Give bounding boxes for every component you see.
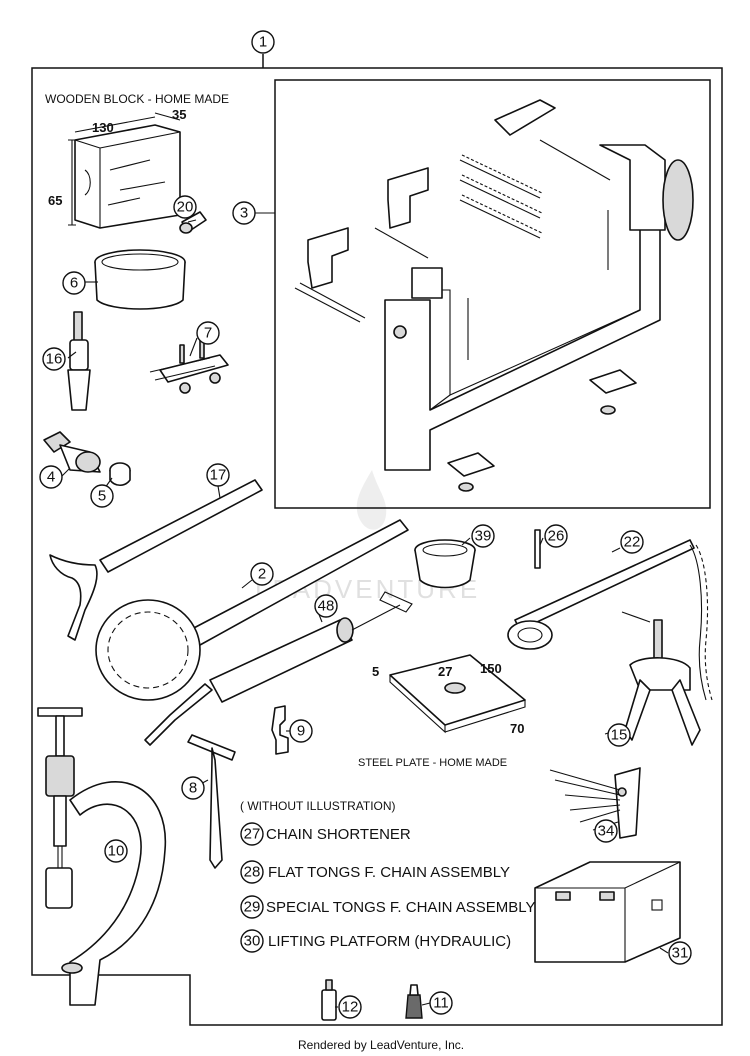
footer-credit: Rendered by LeadVenture, Inc.	[298, 1038, 464, 1052]
svg-text:5: 5	[98, 488, 106, 505]
callout-2: 2	[250, 562, 274, 586]
svg-text:4: 4	[47, 469, 55, 486]
callout-7: 7	[196, 321, 220, 345]
svg-text:8: 8	[189, 780, 197, 797]
svg-text:29: 29	[244, 899, 261, 916]
c-clamp-10	[37, 707, 167, 1006]
svg-text:15: 15	[611, 727, 628, 744]
callout-3: 3	[232, 201, 256, 225]
callout-48: 48	[314, 594, 338, 618]
callout-22: 22	[620, 530, 644, 554]
wooden-block-label: WOODEN BLOCK - HOME MADE	[45, 92, 229, 106]
callout-17: 17	[206, 463, 230, 487]
dim-35: 35	[172, 107, 186, 122]
puller-16	[67, 311, 91, 411]
without-illustration-heading: ( WITHOUT ILLUSTRATION)	[240, 799, 396, 813]
callout-11: 11	[429, 991, 453, 1015]
callout-34: 34	[594, 819, 618, 843]
svg-text:31: 31	[672, 945, 689, 962]
puller-15	[621, 611, 701, 746]
dim-65: 65	[48, 193, 62, 208]
list-item-27: 27 CHAIN SHORTENER	[240, 822, 411, 846]
dim-130: 130	[92, 120, 114, 135]
base-plates	[447, 369, 637, 492]
outer-frame	[31, 54, 723, 1026]
key-9	[271, 705, 289, 755]
callout-6: 6	[62, 271, 86, 295]
ring-6	[94, 249, 186, 310]
bracket-frame	[384, 144, 694, 471]
svg-text:SPECIAL TONGS F. CHAIN ASSEMBL: SPECIAL TONGS F. CHAIN ASSEMBLY	[266, 899, 536, 916]
bolt-20	[179, 211, 207, 234]
svg-text:26: 26	[548, 528, 565, 545]
svg-text:6: 6	[70, 275, 78, 292]
callout-9: 9	[289, 719, 313, 743]
svg-text:27: 27	[244, 826, 261, 843]
list-item-29: 29 SPECIAL TONGS F. CHAIN ASSEMBLY	[240, 895, 536, 919]
pin-26	[534, 529, 541, 569]
socket-39	[414, 539, 476, 589]
holder-17	[49, 479, 263, 641]
callout-16: 16	[42, 347, 66, 371]
svg-text:7: 7	[204, 325, 212, 342]
callout-20: 20	[173, 195, 197, 219]
feeler-gauge-34	[549, 767, 641, 839]
watermark-logo	[356, 470, 387, 530]
svg-text:CHAIN SHORTENER: CHAIN SHORTENER	[266, 826, 411, 843]
svg-text:LIFTING PLATFORM (HYDRAULIC): LIFTING PLATFORM (HYDRAULIC)	[268, 933, 511, 950]
callout-8: 8	[181, 776, 205, 800]
callout-12: 12	[338, 995, 362, 1019]
callout-31: 31	[668, 941, 692, 965]
svg-text:3: 3	[240, 205, 248, 222]
svg-text:12: 12	[342, 999, 359, 1016]
dim-5: 5	[372, 664, 379, 679]
svg-text:16: 16	[46, 351, 63, 368]
steel-plate	[389, 654, 526, 734]
svg-text:34: 34	[598, 823, 615, 840]
callout-1: 1	[251, 30, 275, 54]
svg-text:39: 39	[475, 528, 492, 545]
threaded-rods	[459, 154, 543, 239]
t-hook-8	[187, 734, 236, 869]
svg-text:30: 30	[244, 933, 261, 950]
svg-text:48: 48	[318, 598, 335, 615]
clutch-holder-2	[95, 519, 409, 701]
svg-text:20: 20	[177, 199, 194, 216]
callout-5: 5	[90, 484, 114, 508]
svg-text:10: 10	[108, 843, 125, 860]
list-item-30: 30 LIFTING PLATFORM (HYDRAULIC)	[240, 929, 511, 953]
frame-3-box	[274, 79, 711, 509]
grease-gun-48	[144, 591, 413, 746]
chain-holder-22	[507, 539, 713, 701]
mounting-brackets	[294, 99, 611, 323]
callout-26: 26	[544, 524, 568, 548]
svg-text:28: 28	[244, 864, 261, 881]
tube-12	[321, 979, 337, 1021]
svg-text:1: 1	[259, 34, 267, 51]
svg-text:11: 11	[433, 995, 449, 1012]
svg-text:17: 17	[210, 467, 227, 484]
dim-150: 150	[480, 661, 502, 676]
wooden-block	[68, 112, 181, 229]
callout-39: 39	[471, 524, 495, 548]
callout-10: 10	[104, 839, 128, 863]
svg-text:2: 2	[258, 566, 266, 583]
adapter-4	[43, 431, 101, 473]
bushing-5	[109, 462, 131, 487]
svg-text:FLAT TONGS F. CHAIN ASSEMBLY: FLAT TONGS F. CHAIN ASSEMBLY	[268, 864, 510, 881]
callout-4: 4	[39, 465, 63, 489]
steel-plate-label: STEEL PLATE - HOME MADE	[358, 757, 507, 769]
callout-15: 15	[607, 723, 631, 747]
svg-text:22: 22	[624, 534, 641, 551]
dim-70: 70	[510, 721, 524, 736]
toolbox-31	[534, 861, 681, 963]
puller-plate-7	[149, 339, 229, 394]
dim-27: 27	[438, 664, 452, 679]
svg-text:9: 9	[297, 723, 305, 740]
list-item-28: 28 FLAT TONGS F. CHAIN ASSEMBLY	[240, 860, 510, 884]
bottle-11	[405, 984, 423, 1019]
